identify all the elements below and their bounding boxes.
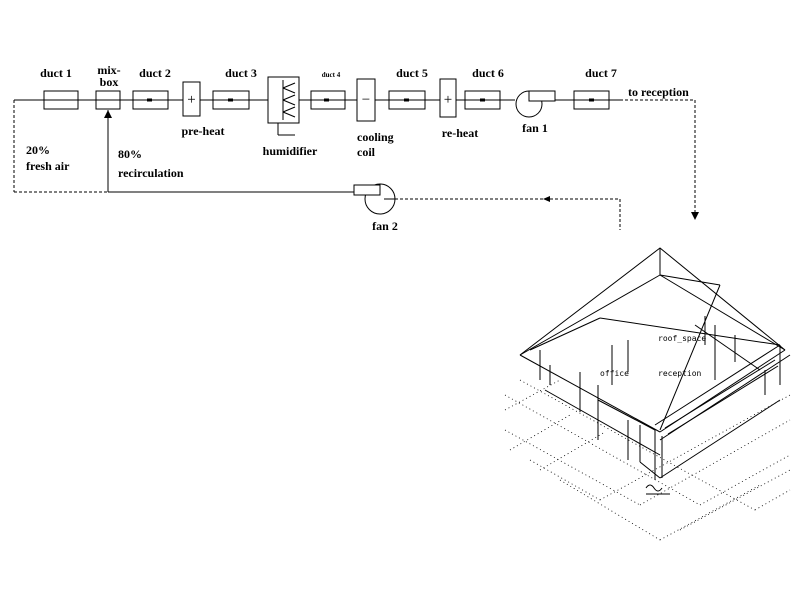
reception-label: reception — [658, 369, 702, 378]
fan-1-label: fan 1 — [522, 121, 548, 135]
duct-7-label: duct 7 — [585, 66, 617, 80]
duct-7 — [573, 90, 610, 110]
duct-5-label: duct 5 — [396, 66, 428, 80]
duct-4 — [310, 90, 346, 110]
recirculation-line — [104, 110, 621, 230]
reheat-symbol: + — [444, 92, 452, 108]
duct-1 — [43, 90, 79, 110]
cooling-label-2: coil — [357, 145, 376, 159]
fan-2 — [353, 183, 396, 215]
duct-3 — [212, 90, 250, 110]
ground-grid — [504, 379, 791, 541]
reheat-coil: + — [439, 78, 457, 118]
duct-2-label: duct 2 — [139, 66, 171, 80]
recirculation-pct: 80% — [118, 147, 142, 161]
fresh-air-label: fresh air — [26, 159, 70, 173]
fresh-air-line — [13, 100, 108, 193]
to-reception-label: to reception — [628, 85, 689, 99]
duct-6-label: duct 6 — [472, 66, 504, 80]
supply-air-line — [14, 99, 699, 220]
cooling-label-1: cooling — [357, 130, 394, 144]
duct-1-label: duct 1 — [40, 66, 72, 80]
roof-space-label: roof_space — [658, 334, 706, 343]
building-wireframe — [504, 247, 791, 541]
recirculation-label: recirculation — [118, 166, 184, 180]
fan-1 — [515, 90, 556, 118]
mixing-box — [95, 90, 121, 110]
duct-6 — [464, 90, 501, 110]
preheat-coil: + — [182, 81, 201, 117]
preheat-label: pre-heat — [181, 124, 224, 138]
preheat-symbol: + — [187, 92, 195, 108]
mixbox-label-2: box — [100, 75, 119, 89]
humidifier — [267, 76, 300, 136]
fan-2-label: fan 2 — [372, 219, 398, 233]
cooling-coil: − — [356, 78, 376, 122]
cooling-symbol: − — [362, 92, 370, 108]
reheat-label: re-heat — [442, 126, 478, 140]
duct-2 — [132, 90, 169, 110]
duct-5 — [388, 90, 426, 110]
fresh-air-pct: 20% — [26, 143, 50, 157]
duct-3-label: duct 3 — [225, 66, 257, 80]
office-label: office — [600, 369, 629, 378]
mixbox-label-1: mix- — [97, 63, 120, 77]
duct-4-label: duct 4 — [322, 71, 341, 79]
humidifier-label: humidifier — [263, 144, 318, 158]
